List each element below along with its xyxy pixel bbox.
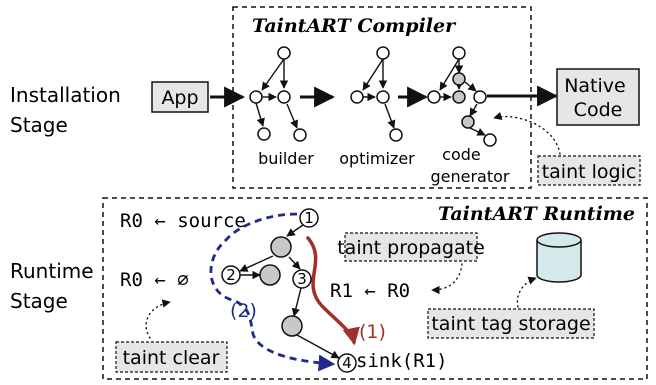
builder-label: builder: [258, 149, 314, 168]
codegen-node: [427, 90, 441, 104]
taint-clear-label: taint clear: [123, 347, 220, 369]
optimizer-graph: [350, 46, 403, 142]
optimizer-node: [389, 128, 403, 142]
codegen-node: [473, 90, 487, 104]
taint-storage-label: taint tag storage: [431, 313, 590, 335]
taint-path-2: [209, 212, 336, 372]
node-4: [337, 353, 357, 373]
codegen-node: [452, 46, 466, 60]
optimizer-node: [376, 90, 390, 104]
sink-statement: sink(R1): [356, 350, 448, 372]
optimizer-node: [376, 46, 390, 60]
node-2: [221, 265, 241, 285]
app-box: [151, 81, 209, 113]
taint-path-1: [306, 236, 360, 346]
taint-logic-label: taint logic: [542, 161, 637, 183]
codegen-graph: [427, 46, 497, 147]
codegen-node: [483, 133, 497, 147]
builder-node: [293, 128, 307, 142]
installation-stage-label: Installation Stage: [10, 83, 127, 137]
runtime-graph-nodes: [221, 208, 357, 373]
runtime-box: [102, 197, 648, 380]
builder-node: [249, 90, 263, 104]
app-label: App: [161, 87, 198, 109]
compiler-title: TaintART Compiler: [252, 15, 457, 37]
codegen-taint-node: [452, 72, 466, 86]
optimizer-label: optimizer: [339, 149, 415, 168]
codegen-taint-node: [452, 90, 466, 104]
move-statement: R1 ← R0: [330, 280, 410, 302]
taint-propagate-arrow: [431, 263, 463, 295]
node-2-number: 2: [226, 266, 236, 284]
taint-propagate-box: [344, 232, 478, 262]
runtime-stage-label: Runtime Stage: [10, 259, 100, 313]
taint-storage-arrow: [516, 276, 537, 308]
builder-node: [277, 46, 291, 60]
runtime-taint-node: [281, 315, 303, 337]
taint-storage-box: [427, 308, 595, 339]
runtime-taint-node: [259, 264, 281, 286]
taint-clear-box: [115, 341, 228, 373]
node-3-number: 3: [297, 270, 307, 288]
codegen-taint-node: [461, 115, 475, 129]
path-2-label: (2): [230, 300, 257, 322]
node-1-number: 1: [304, 209, 314, 227]
builder-node: [277, 90, 291, 104]
path-1-label: (1): [359, 321, 386, 343]
native-code-box: [556, 68, 640, 126]
taint-logic-arrow: [493, 111, 561, 155]
taint-clear-arrow: [145, 299, 171, 339]
optimizer-node: [350, 90, 364, 104]
source-statement: R0 ← source: [120, 210, 246, 232]
taint-propagate-label: taint propagate: [337, 237, 485, 259]
codegen-label: code generator: [430, 145, 509, 186]
runtime-title: TaintART Runtime: [438, 203, 635, 225]
database-cylinder-icon: [536, 232, 582, 283]
native-code-label: Native Code: [564, 75, 632, 121]
builder-graph: [249, 46, 307, 142]
node-1: [299, 208, 319, 228]
node-4-number: 4: [342, 354, 352, 372]
runtime-taint-node: [270, 236, 292, 258]
node-3: [292, 269, 312, 289]
clear-statement: R0 ← ∅: [120, 269, 189, 291]
taint-logic-box: [537, 155, 641, 186]
builder-node: [257, 127, 271, 141]
runtime-graph-edges: [239, 224, 340, 359]
